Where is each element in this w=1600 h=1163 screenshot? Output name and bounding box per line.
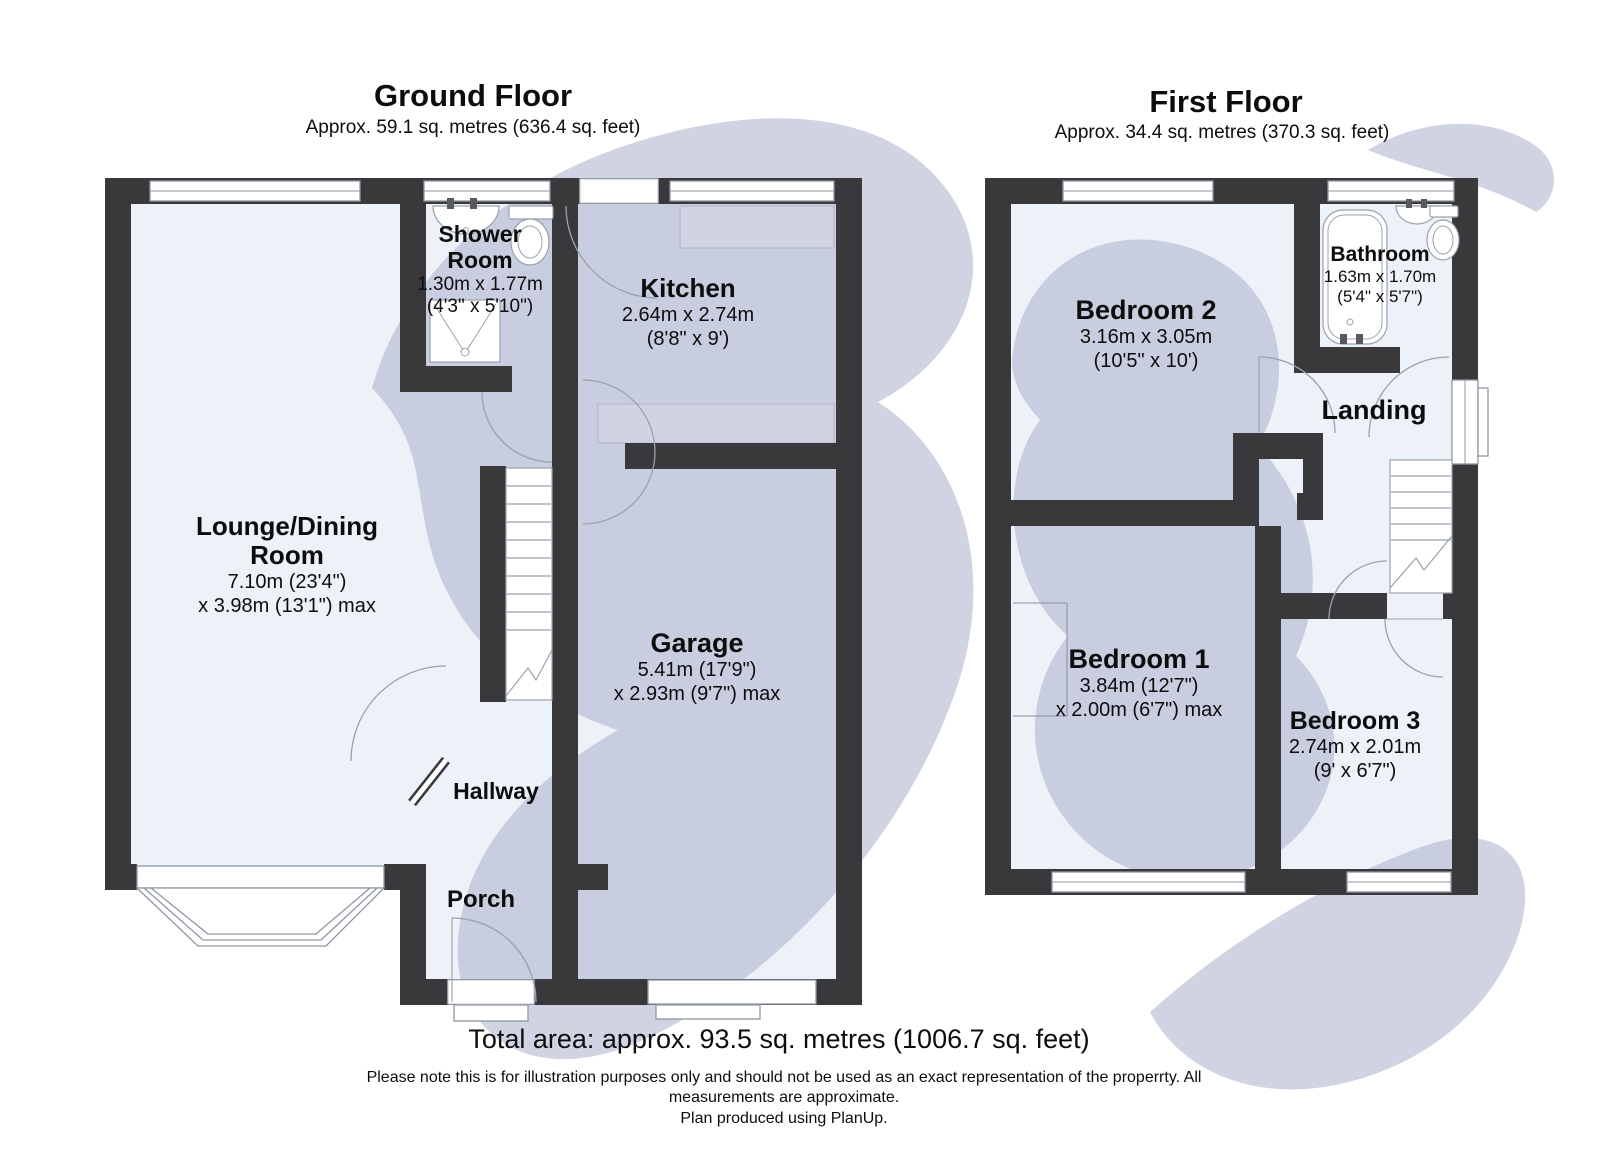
door-arc bbox=[582, 379, 656, 453]
toilet-cistern bbox=[1429, 205, 1459, 218]
room-label-garage: Garage 5.41m (17'9") x 2.93m (9'7") max bbox=[613, 628, 781, 706]
garage-step bbox=[655, 1004, 761, 1020]
total-area-text: Total area: approx. 93.5 sq. metres (100… bbox=[468, 1024, 1090, 1054]
room-label-lounge-dining: Lounge/Dining Room 7.10m (23'4") x 3.98m… bbox=[196, 511, 378, 618]
disclaimer-line-2: measurements are approximate. bbox=[668, 1089, 900, 1106]
ground-floor-title: Ground Floor bbox=[373, 78, 573, 113]
room-label-porch: Porch bbox=[446, 886, 516, 913]
ff-door-arcs bbox=[1258, 356, 1450, 678]
window-sill bbox=[1477, 387, 1489, 457]
door-opening bbox=[447, 979, 535, 1005]
tap bbox=[1406, 199, 1412, 208]
door-arc bbox=[481, 391, 553, 463]
toilet bbox=[1426, 219, 1460, 261]
ff-window-frames bbox=[1052, 190, 1466, 883]
room-label-kitchen: Kitchen 2.64m x 2.74m (8'8" x 9') bbox=[621, 273, 755, 351]
door-arc bbox=[451, 917, 537, 1003]
room-label-hallway: Hallway bbox=[453, 778, 539, 804]
window bbox=[136, 865, 385, 889]
sink bbox=[432, 205, 500, 235]
watermark-logo bbox=[372, 118, 1554, 1090]
door-arc bbox=[350, 665, 447, 762]
tap bbox=[470, 198, 477, 209]
bath bbox=[1322, 209, 1388, 345]
door-arc bbox=[1328, 560, 1388, 620]
gf-shower-room-fixtures bbox=[429, 198, 554, 363]
ff-bathroom-fixtures bbox=[1322, 199, 1460, 345]
room-label-bathroom: Bathroom 1.63m x 1.70m (5'4" x 5'7") bbox=[1323, 243, 1437, 306]
drain bbox=[463, 227, 469, 233]
lounge-door bbox=[408, 756, 450, 807]
plan-credit-text: Plan produced using PlanUp. bbox=[680, 1110, 888, 1127]
door-arc bbox=[1384, 618, 1444, 678]
tap bbox=[447, 198, 454, 209]
room-label-landing: Landing bbox=[1321, 395, 1427, 425]
room-label-shower-room: Shower Room 1.30m x 1.77m (4'3" x 5'10") bbox=[417, 221, 543, 318]
porch-step bbox=[453, 1004, 529, 1022]
first-floor-title: First Floor bbox=[1149, 84, 1303, 119]
first-floor-subtitle: Approx. 34.4 sq. metres (370.3 sq. feet) bbox=[1054, 122, 1390, 143]
door-arc bbox=[582, 451, 656, 525]
tap bbox=[1421, 199, 1427, 208]
ff-stairs bbox=[1389, 459, 1453, 594]
gf-door-arcs bbox=[350, 205, 659, 1003]
toilet bbox=[510, 218, 550, 266]
garage-door bbox=[647, 979, 817, 1005]
room-label-bedroom-1: Bedroom 1 3.84m (12'7") x 2.00m (6'7") m… bbox=[1055, 644, 1223, 722]
shower-tray bbox=[429, 299, 501, 363]
bedroom1-leader-lines bbox=[1013, 602, 1068, 717]
disclaimer-line-1: Please note this is for illustration pur… bbox=[366, 1069, 1202, 1086]
door-arc bbox=[565, 205, 659, 299]
door-arc bbox=[1368, 356, 1450, 438]
shower-drain bbox=[460, 347, 470, 357]
tap bbox=[1356, 334, 1363, 344]
door-opening bbox=[579, 178, 659, 204]
tap bbox=[1340, 334, 1347, 344]
ground-floor-subtitle: Approx. 59.1 sq. metres (636.4 sq. feet) bbox=[305, 117, 641, 138]
bay-window bbox=[135, 887, 386, 947]
toilet-cistern bbox=[508, 205, 554, 220]
bath-drain bbox=[1346, 318, 1354, 326]
room-label-bedroom-2: Bedroom 2 3.16m x 3.05m (10'5" x 10') bbox=[1075, 295, 1217, 373]
gf-stairs bbox=[505, 467, 553, 701]
room-label-bedroom-3: Bedroom 3 2.74m x 2.01m (9' x 6'7") bbox=[1288, 707, 1422, 782]
door-arc bbox=[1258, 356, 1336, 434]
